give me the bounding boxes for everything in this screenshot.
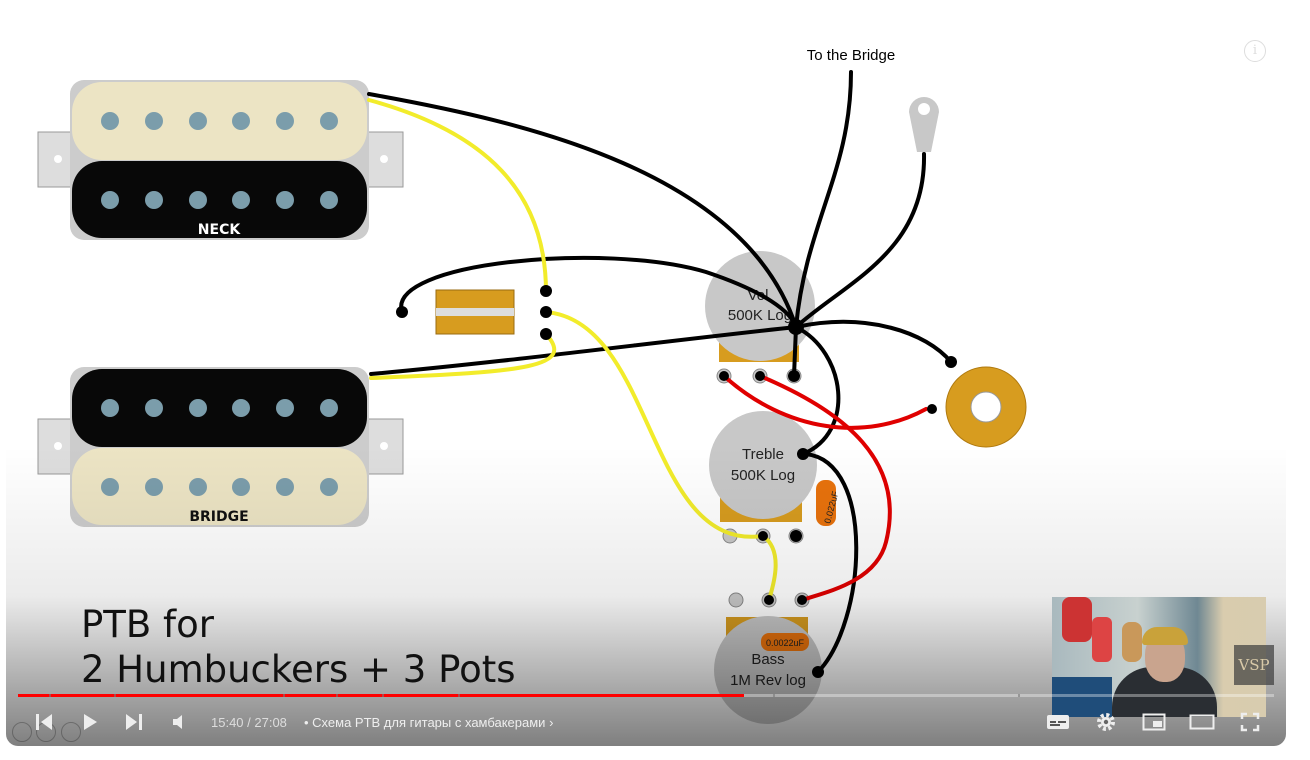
bridge-label: BRIDGE [189, 509, 248, 525]
fullscreen-icon[interactable] [1236, 708, 1264, 736]
switch [435, 289, 515, 335]
time-display: 15:40 / 27:08 [211, 715, 287, 730]
miniplayer-icon[interactable] [1140, 708, 1168, 736]
overlay-title-line2: 2 Humbuckers + 3 Pots [81, 648, 516, 691]
treble-value: 500K Log [731, 467, 795, 484]
overlay-title-line1: PTB for [81, 603, 214, 646]
video-player[interactable]: NECK BRIDGE Vol 500K Log [6, 22, 1286, 746]
chapter-title-text: • Схема PTB для гитары с хамбакерами [304, 715, 546, 730]
progress-bar[interactable] [18, 694, 1274, 697]
subtitles-icon[interactable] [1044, 708, 1072, 736]
bridge-pickup: BRIDGE [37, 367, 404, 527]
channel-watermark[interactable]: VSP [1234, 645, 1274, 685]
next-icon[interactable] [120, 708, 148, 736]
progress-played [18, 694, 744, 697]
neck-label: NECK [198, 222, 242, 238]
settings-icon[interactable] [1092, 708, 1120, 736]
ground-lug [909, 97, 939, 152]
player-controls: 15:40 / 27:08 • Схема PTB для гитары с х… [6, 702, 1286, 742]
chapter-title[interactable]: • Схема PTB для гитары с хамбакерами › [304, 715, 553, 730]
treble-label: Treble [742, 446, 784, 463]
bass-value: 1M Rev log [730, 672, 806, 689]
vol-value: 500K Log [728, 307, 792, 324]
theater-icon[interactable] [1188, 708, 1216, 736]
volume-icon[interactable] [166, 708, 194, 736]
neck-pickup: NECK [37, 80, 404, 240]
treble-capacitor: 0.022uF [816, 480, 841, 526]
chevron-right-icon: › [549, 715, 554, 730]
webcam-overlay [1052, 597, 1266, 717]
video-overlay-title: PTB for 2 Humbuckers + 3 Pots [81, 602, 516, 692]
previous-icon[interactable] [30, 708, 58, 736]
ghost-icon [12, 722, 32, 742]
info-icon[interactable]: i [1244, 40, 1266, 62]
bass-cap-label: 0.0022uF [766, 638, 805, 648]
treble-pot: Treble 500K Log [709, 411, 817, 522]
ghost-icon [61, 722, 81, 742]
to-bridge-label: To the Bridge [807, 47, 895, 64]
bass-label: Bass [751, 651, 784, 668]
bass-capacitor: 0.0022uF [761, 633, 809, 651]
play-icon[interactable] [76, 708, 104, 736]
